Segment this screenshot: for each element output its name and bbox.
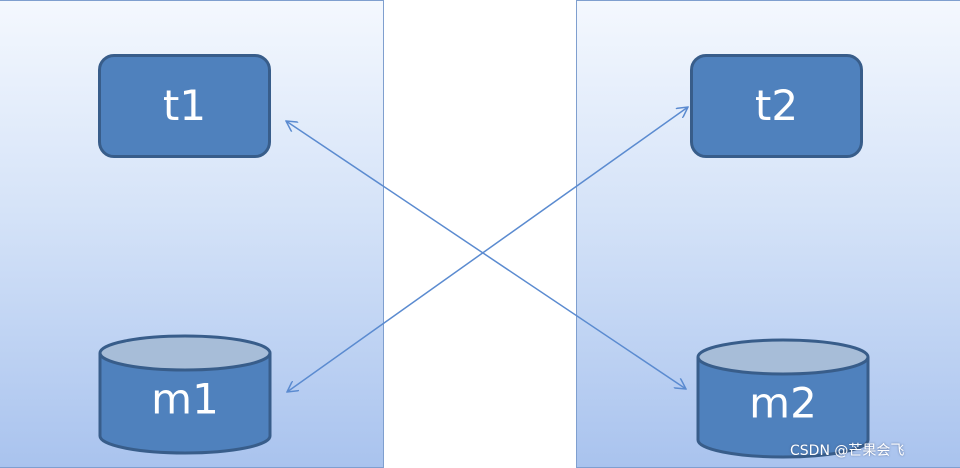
node-t1-label: t1 xyxy=(162,81,207,130)
node-m1-label: m1 xyxy=(151,375,219,424)
node-t2: t2 xyxy=(690,54,863,158)
watermark-text: CSDN @芒果会飞 xyxy=(790,443,905,459)
node-m2: m2 xyxy=(696,338,870,459)
node-t1: t1 xyxy=(98,54,271,158)
node-t2-label: t2 xyxy=(754,81,799,130)
arrow-t1-m2 xyxy=(286,121,686,389)
node-m1: m1 xyxy=(98,334,272,455)
node-m2-label: m2 xyxy=(749,379,817,428)
